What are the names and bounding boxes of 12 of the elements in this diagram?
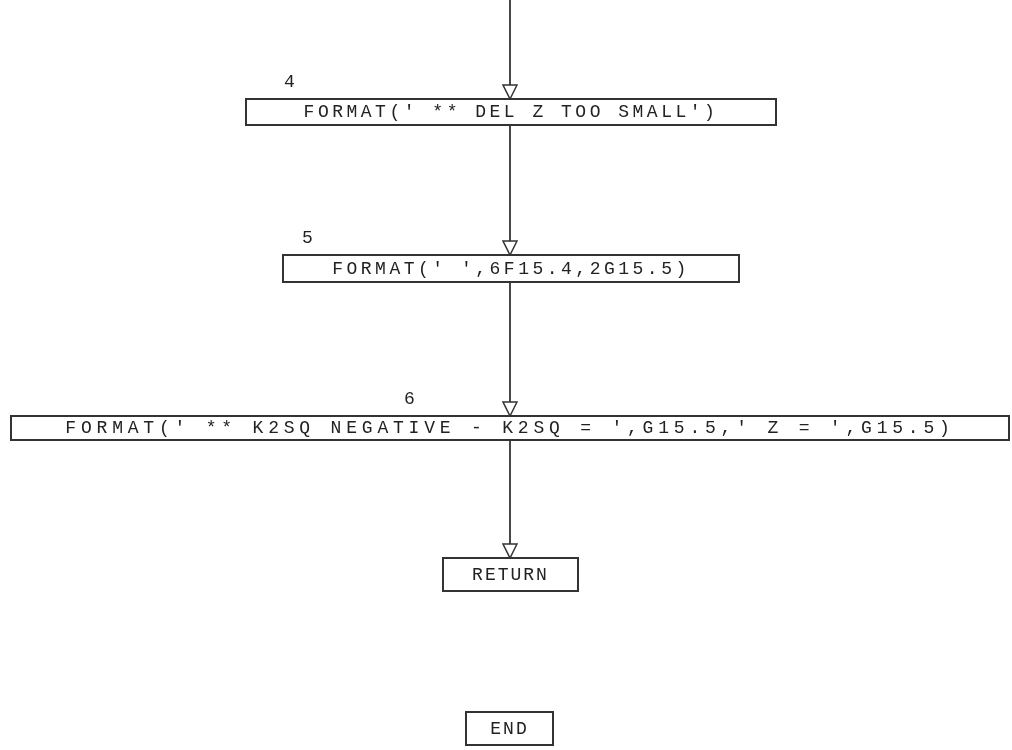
process-box: FORMAT(' ** DEL Z TOO SMALL') bbox=[245, 98, 777, 126]
statement-number: 6 bbox=[404, 389, 415, 409]
process-box: END bbox=[465, 711, 554, 746]
statement-number: 5 bbox=[302, 228, 313, 248]
arrow bbox=[502, 440, 518, 559]
process-box: FORMAT(' ',6F15.4,2G15.5) bbox=[282, 254, 740, 283]
arrow bbox=[502, 0, 518, 100]
arrow bbox=[502, 125, 518, 256]
arrow bbox=[502, 282, 518, 417]
statement-number: 4 bbox=[284, 72, 295, 92]
process-box: FORMAT(' ** K2SQ NEGATIVE - K2SQ = ',G15.5,' Z = ',G15.5) bbox=[10, 415, 1010, 441]
process-box: RETURN bbox=[442, 557, 579, 592]
